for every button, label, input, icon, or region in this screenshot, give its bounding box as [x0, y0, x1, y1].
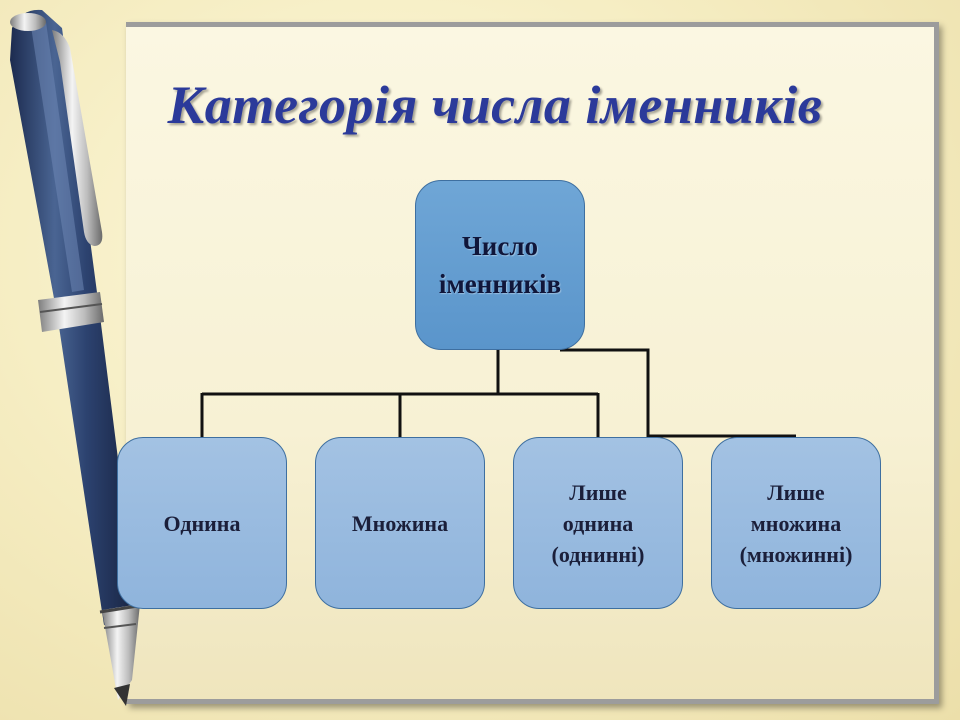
child-label: Однина: [163, 510, 241, 536]
child-node-plural: Множина: [315, 437, 485, 609]
root-label-line2: іменників: [438, 269, 562, 299]
child-node-singular: Однина: [117, 437, 287, 609]
fountain-pen-icon: [10, 9, 140, 706]
child-label: Множина: [351, 510, 449, 536]
child-label: (однинні): [551, 541, 645, 567]
child-node-singular-only: Лише однина (однинні): [513, 437, 683, 609]
page-title: Категорія числа іменників: [167, 75, 823, 135]
root-label-line1: Число: [461, 231, 538, 261]
child-node-plural-only: Лише множина (множинні): [711, 437, 881, 609]
child-label: (множинні): [739, 541, 853, 567]
child-label: множина: [750, 510, 842, 536]
child-label: однина: [562, 510, 634, 536]
child-label: Лише: [767, 479, 825, 505]
root-node: Число іменників: [415, 180, 585, 350]
child-label: Лише: [569, 479, 627, 505]
